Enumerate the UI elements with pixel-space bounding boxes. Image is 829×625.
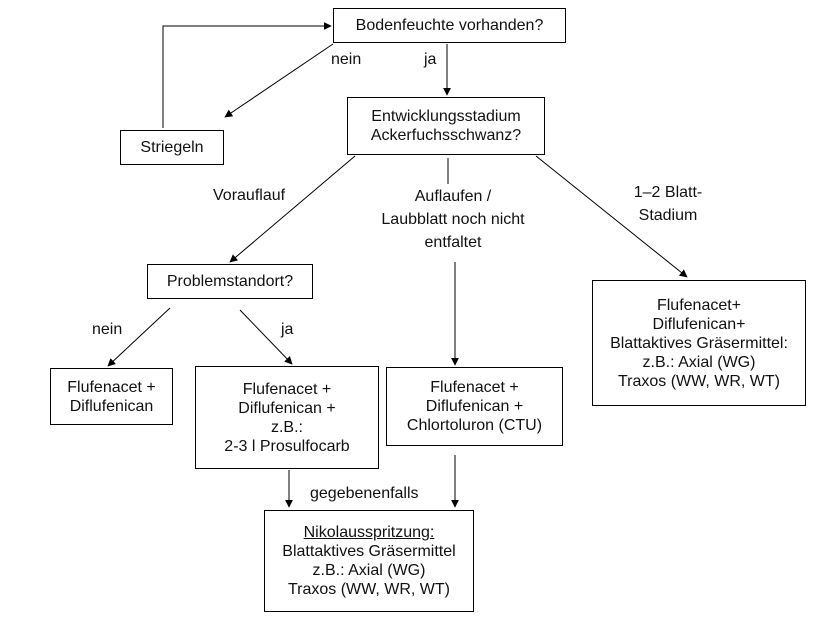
node-problemstandort: Problemstandort? (147, 264, 313, 299)
arrow-problemstandort-nein (107, 307, 171, 367)
arrow-bodenfeuchte-striegeln (224, 43, 334, 118)
node-text: Diflufenican+ (652, 315, 746, 333)
arrow-entwicklung-blattstadium (535, 155, 688, 278)
node-text: Flufenacet + (430, 379, 519, 396)
node-text: Traxos (WW, WR, WT) (287, 581, 451, 598)
edge-label-nein-problem: nein (92, 321, 123, 338)
node-text: Blattaktives Gräsermittel (282, 543, 456, 560)
edge-label-line: entfaltet (424, 234, 482, 251)
node-prosulfocarb: Flufenacet + Diflufenican + z.B.: 2-3 l … (195, 366, 379, 469)
node-text: Bodenfeuchte vorhanden? (355, 17, 544, 34)
node-blattstadium: Flufenacet+ Diflufenican+ Blattaktives G… (592, 280, 806, 406)
edge-label-gegebenenfalls: gegebenenfalls (310, 485, 419, 502)
node-nikolausspritzung: Nikolausspritzung: Blattaktives Gräsermi… (264, 510, 474, 612)
edge-label-line: Laubblatt noch nicht (381, 211, 525, 228)
edge-label-nein-top: nein (331, 51, 362, 68)
edge-label-ja-problem: ja (281, 321, 294, 338)
node-text: Traxos (WW, WR, WT) (617, 372, 781, 390)
node-text: Chlortoluron (CTU) (406, 417, 543, 434)
edge-label-line: Stadium (638, 207, 698, 224)
node-text: z.B.: (270, 418, 303, 436)
node-chlortoluron: Flufenacet + Diflufenican + Chlortoluron… (386, 367, 563, 446)
node-text: 2-3 l Prosulfocarb (224, 437, 350, 455)
node-flufenacet-diflufenican: Flufenacet + Diflufenican (50, 368, 173, 425)
arrow-entwicklung-problemstandort (229, 155, 356, 263)
node-text: Ackerfuchsschwanz? (370, 127, 522, 144)
edge-label-blatt-stadium: 1–2 Blatt- Stadium (618, 183, 718, 225)
node-text: Flufenacet + (67, 378, 156, 396)
node-bodenfeuchte: Bodenfeuchte vorhanden? (333, 8, 566, 43)
node-striegeln: Striegeln (120, 130, 224, 165)
node-text: Striegeln (140, 139, 204, 156)
node-entwicklungsstadium: Entwicklungsstadium Ackerfuchsschwanz? (347, 97, 545, 155)
edge-label-line: 1–2 Blatt- (633, 184, 703, 201)
node-text: Diflufenican + (238, 399, 336, 417)
edge-label-vorauflauf: Vorauflauf (213, 187, 286, 204)
node-text: Flufenacet + (242, 380, 332, 398)
node-text: Entwicklungsstadium (371, 108, 521, 125)
node-text: z.B.: Axial (WG) (312, 562, 426, 579)
node-text: Diflufenican (69, 397, 154, 415)
edge-label-line: Auflaufen / (414, 188, 492, 205)
node-heading: Nikolausspritzung: (303, 524, 435, 541)
node-text: z.B.: Axial (WG) (642, 353, 756, 371)
node-text: Flufenacet+ (656, 296, 742, 314)
edge-label-auflaufen: Auflaufen / Laubblatt noch nicht entfalt… (368, 187, 538, 252)
node-text: Blattaktives Gräsermittel: (610, 334, 788, 352)
arrow-striegeln-loop (162, 22, 332, 128)
node-text: Diflufenican + (425, 398, 524, 415)
arrow-problemstandort-ja (239, 309, 293, 365)
node-text: Problemstandort? (166, 273, 294, 290)
edge-label-ja-top: ja (424, 51, 437, 68)
